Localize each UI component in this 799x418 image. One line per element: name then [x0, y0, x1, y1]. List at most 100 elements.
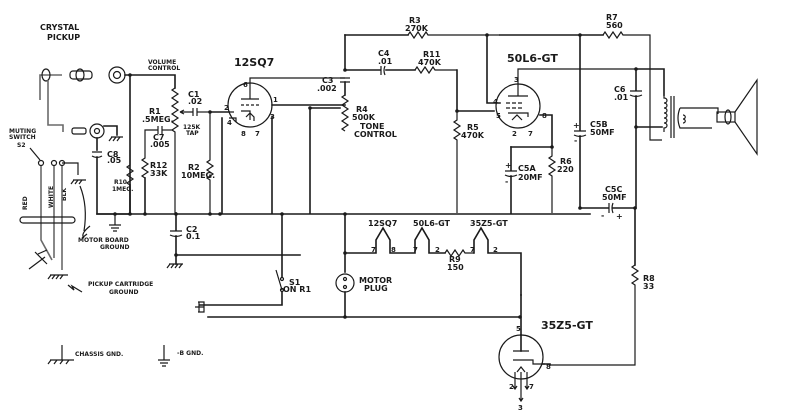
c2-value: 0.1 — [186, 232, 201, 241]
r1-ref: R1 — [149, 107, 161, 116]
wire-red-label: RED — [22, 196, 29, 210]
wire-clamp — [19, 216, 76, 224]
phono-socket-2-icon — [89, 123, 105, 139]
r1-volume-pot — [170, 87, 180, 213]
pin-label: 7 — [528, 130, 533, 138]
speaker-cone-icon — [734, 78, 758, 156]
polarity-plus: + — [616, 212, 623, 221]
r5-value: 470K — [461, 131, 485, 140]
muting-switch-label-2: SWITCH — [9, 134, 36, 141]
cartridge-ground-icon — [47, 274, 68, 280]
cartridge-ground-label-2: GROUND — [109, 289, 139, 296]
r7-ref: R7 — [606, 13, 618, 22]
c5c-ref: C5C — [605, 185, 622, 194]
tube-50l6-label: 50L6-GT — [507, 52, 558, 65]
r8-ref: R8 — [643, 274, 655, 283]
chassis-ground-icon — [108, 136, 123, 142]
r5-resistor — [452, 111, 462, 213]
pin-label: 3 — [518, 404, 523, 412]
c4-ref: C4 — [378, 49, 390, 58]
tube-12sq7-label: 12SQ7 — [234, 56, 274, 69]
polarity-plus: + — [573, 121, 580, 130]
pin-label: 1 — [273, 96, 278, 104]
r11-ref: R11 — [423, 50, 441, 59]
output-transformer-primary — [663, 95, 668, 132]
pin-label: 8 — [542, 112, 547, 120]
tube-50l6-elements — [506, 68, 636, 121]
tap-label: 125K — [183, 124, 201, 131]
heater-12sq7-label: 12SQ7 — [368, 219, 397, 228]
r10-ref: R10 — [114, 179, 127, 186]
r8-resistor — [550, 264, 640, 366]
c6-value: .01 — [614, 93, 629, 102]
pin-label: 2 — [509, 383, 514, 391]
pin-label: 5 — [496, 112, 501, 120]
tap-label-2: TAP — [186, 130, 199, 137]
volume-control-label-2: CONTROL — [148, 65, 180, 72]
r3-ref: R3 — [409, 16, 421, 25]
pickup-plug-icon — [69, 70, 93, 80]
r9-resistor — [444, 248, 474, 258]
motor-plug-label: MOTOR — [359, 276, 392, 285]
pin-label: 4 — [227, 119, 232, 127]
polarity-minus: - — [601, 211, 604, 220]
heater-pin: 8 — [391, 246, 396, 254]
c4-capacitor — [380, 65, 386, 76]
c3-value: .002 — [317, 84, 337, 93]
pin-label: 2 — [512, 130, 517, 138]
s1-ref: S1 — [289, 278, 301, 287]
r11-value: 470K — [418, 58, 442, 67]
volume-control-label: VOLUME — [148, 59, 176, 66]
c2-ref: C2 — [186, 225, 197, 234]
wire-white-label: WHITE — [48, 186, 55, 208]
c6-ref: C6 — [614, 85, 626, 94]
speaker-voice-coil-icon — [716, 111, 736, 123]
heater-pin: 7 — [470, 246, 475, 254]
pin-label: 4 — [493, 98, 498, 106]
polarity-minus: - — [505, 177, 508, 186]
c3-ref: C3 — [322, 76, 333, 85]
transformer-core — [670, 96, 675, 138]
r7-value: 560 — [606, 21, 623, 30]
crystal-pickup-label-2: PICKUP — [47, 33, 80, 42]
c8-value: .05 — [107, 156, 122, 165]
power-plug-icon — [195, 301, 205, 313]
motor-plug-label-2: PLUG — [364, 284, 388, 293]
r4-control-label: CONTROL — [354, 130, 397, 139]
pin-label: 6 — [243, 81, 248, 89]
r5-ref: R5 — [467, 123, 479, 132]
tube-12sq7-elements — [241, 77, 345, 121]
pin-label: 3 — [514, 76, 519, 84]
b-ground-icon — [109, 214, 121, 232]
r1-value: .5MEG. — [142, 115, 174, 124]
tube-35z5-label: 35Z5-GT — [541, 319, 593, 332]
phono-socket-icon — [108, 66, 126, 84]
r4-ref: R4 — [356, 105, 368, 114]
c5a-ref: C5A — [518, 164, 536, 173]
c8-ref: C8 — [107, 150, 119, 159]
r6-value: 220 — [557, 165, 574, 174]
c5b-value: 50MF — [590, 128, 615, 137]
r7-resistor — [602, 30, 662, 141]
crystal-pickup-label: CRYSTAL — [40, 23, 79, 32]
motor-plug-icon — [335, 273, 355, 293]
r4-tone-label: TONE — [360, 122, 384, 131]
pin-label: 8 — [546, 363, 551, 371]
r6-resistor — [547, 147, 557, 213]
r3-value: 270K — [405, 24, 429, 33]
r12-value: 33K — [150, 169, 168, 178]
heater-50l6-label: 50L6-GT — [413, 219, 451, 228]
c7-ref: C7 — [153, 133, 164, 142]
pin-label: 3 — [270, 113, 275, 121]
r8-value: 33 — [643, 282, 654, 291]
r2-value: 10MEG. — [181, 171, 215, 180]
c5c-capacitor — [608, 202, 614, 214]
r9-value: 150 — [447, 263, 464, 272]
c7-value: .005 — [150, 140, 170, 149]
cartridge-ground-label: PICKUP CARTRIDGE — [88, 281, 153, 288]
r10-resistor — [125, 150, 135, 186]
r10-value: 1MEG. — [112, 186, 133, 193]
r4-value: 500K — [352, 113, 376, 122]
s1-value: ON R1 — [283, 285, 311, 294]
r4-tone-control — [340, 94, 350, 132]
